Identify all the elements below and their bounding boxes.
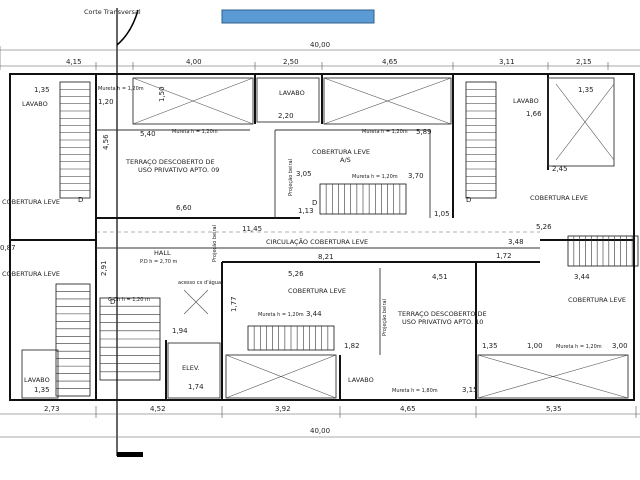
measure-821: 8,21 [318,253,334,261]
measure-526a: 5,26 [288,270,304,278]
bottom-dim-2: 4,52 [150,405,166,413]
measure-135a: 1,35 [34,86,50,94]
bottom-dimensions [0,406,640,438]
measure-300: 3,00 [612,342,628,350]
top-dim-3: 2,50 [283,58,299,66]
measure-589: 5,89 [416,128,432,136]
void-crosses [132,77,629,399]
title-bar [221,9,375,24]
measure-1145: 11,45 [242,225,262,233]
mureta-label-1: Mureta h = 1,20m [172,129,218,135]
top-dim-4: 4,65 [382,58,398,66]
hall-label: HALL [154,249,171,257]
measure-105: 1,05 [434,210,450,218]
measure-150: 1,50 [158,86,166,102]
measure-348: 3,48 [508,238,524,246]
mureta-label-4: Mureta h = 1,20m [258,312,304,318]
measure-291: 2,91 [100,260,108,276]
mureta-label-3: Mureta h = 1,20m [352,174,398,180]
measure-113: 1,13 [298,207,314,215]
stair-mark-4: D [110,298,115,306]
mureta-label-5: Mureta h = 1,20m [556,344,602,350]
measure-451: 4,51 [432,273,448,281]
measure-100: 1,00 [527,342,543,350]
measure-174: 1,74 [188,383,204,391]
cobertura-label-5: COBERTURA LEVE [288,287,346,295]
stair-mark-1: D [78,196,83,204]
cobertura-label-1: COBERTURA LEVE [312,148,370,156]
measure-087: 0,87 [0,244,16,252]
measure-526b: 5,26 [536,223,552,231]
elev-label: ELEV. [182,364,200,372]
measure-305: 3,05 [296,170,312,178]
top-dim-2: 4,00 [186,58,202,66]
measure-194: 1,94 [172,327,188,335]
cobertura-label-6: COBERTURA LEVE [568,296,626,304]
lavabo-label-4: LAVABO [24,376,50,384]
terraco-10-label: TERRAÇO DESCOBERTO DE [397,310,487,318]
cobertura-label-3: COBERTURA LEVE [530,194,588,202]
terraco-10-label-b: USO PRIVATIVO APTO. 10 [402,318,483,326]
measure-135b: 1,35 [34,386,50,394]
lavabo-label-5: LAVABO [348,376,374,384]
bottom-dim-5: 5,35 [546,405,562,413]
measure-660: 6,60 [176,204,192,212]
cobertura-label-2: COBERTURA LEVE [2,198,60,206]
proj-label-1: Projeção beiral [288,159,294,196]
measure-120: 1,20 [98,98,114,106]
measure-182: 1,82 [344,342,360,350]
as-label-1: A/S [340,156,351,164]
measure-135d: 1,35 [578,86,594,94]
lavabo-label-2: LAVABO [279,89,305,97]
stair-mark-2: D [312,199,317,207]
lavabo-label-1: LAVABO [22,100,48,108]
stair-mark-3: D [466,196,471,204]
measure-177: 1,77 [230,296,238,312]
top-dim-5: 3,11 [499,58,515,66]
measure-344a: 3,44 [306,310,322,318]
gch-label: G.Ch h = 1,20 m [108,297,150,303]
mureta-label-7: Mureta h = 1,80m [392,388,438,394]
measure-315: 3,15 [462,386,478,394]
terraco-09-label-b: USO PRIVATIVO APTO. 09 [138,166,219,174]
walls [9,73,635,401]
stair-steps [56,88,633,389]
measure-370: 3,70 [408,172,424,180]
measure-344b: 3,44 [574,273,590,281]
measure-540: 5,40 [140,130,156,138]
section-mark: Corte Transversal [84,8,143,457]
mureta-label-6: Mureta h = 1,20m [98,86,144,92]
top-dim-1: 4,15 [66,58,82,66]
top-dimensions [0,46,640,70]
bottom-dim-1: 2,73 [44,405,60,413]
lavabo-label-3: LAVABO [513,97,539,105]
inner-walls [21,77,629,399]
cobertura-label-4: COBERTURA LEVE [2,270,60,278]
measure-456: 4,56 [102,134,110,150]
reservatorio-label: acesso cx d'água [178,279,221,286]
proj-label-3: Projeção beiral [212,225,218,262]
measure-172: 1,72 [496,252,512,260]
bottom-dim-4: 4,65 [400,405,416,413]
proj-label-2: Projeção beiral [382,299,388,336]
measure-245: 2,45 [552,165,568,173]
hall-pd-label: P.D h = 2,70 m [140,259,178,265]
terraco-09-label: TERRAÇO DESCOBERTO DE [125,158,215,166]
top-dim-6: 2,15 [576,58,592,66]
measure-135c: 1,35 [482,342,498,350]
mureta-label-2: Mureta h = 1,20m [362,129,408,135]
bottom-total-dim: 40,00 [310,427,330,435]
top-total-dim: 40,00 [310,41,330,49]
bottom-dim-3: 3,92 [275,405,291,413]
circulacao-label: CIRCULAÇÃO COBERTURA LEVE [266,237,368,246]
measure-220: 2,20 [278,112,294,120]
section-mark-label: Corte Transversal [84,8,141,16]
measure-166: 1,66 [526,110,542,118]
